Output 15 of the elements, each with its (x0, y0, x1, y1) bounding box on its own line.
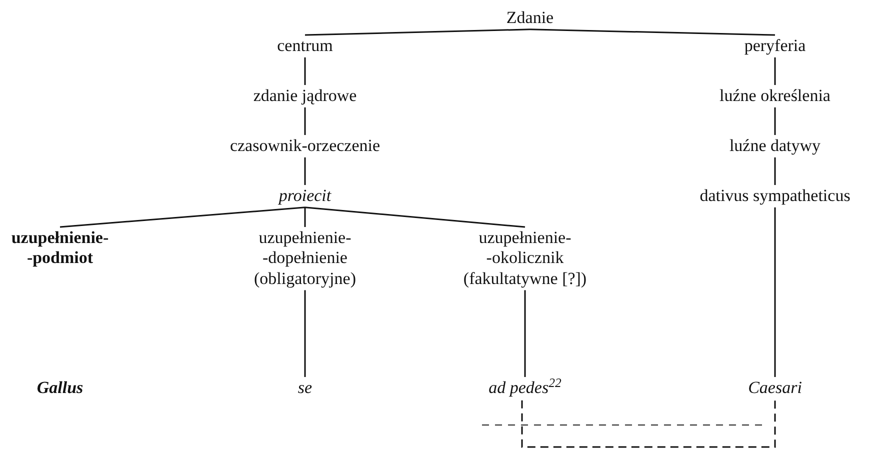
tree-line (774, 57, 776, 85)
tree-line (774, 207, 776, 377)
tree-line (304, 57, 306, 85)
tree-line (530, 28, 776, 36)
tree-line (304, 206, 526, 228)
tree-line (304, 107, 306, 135)
tree-line (774, 107, 776, 135)
tree-line (304, 157, 306, 185)
tree-line (774, 157, 776, 185)
tree-line (60, 206, 306, 228)
tree-line (304, 207, 306, 227)
tree-line (524, 290, 526, 377)
tree-line (304, 28, 530, 36)
tree-line (304, 290, 306, 377)
dashed-line (521, 400, 776, 448)
